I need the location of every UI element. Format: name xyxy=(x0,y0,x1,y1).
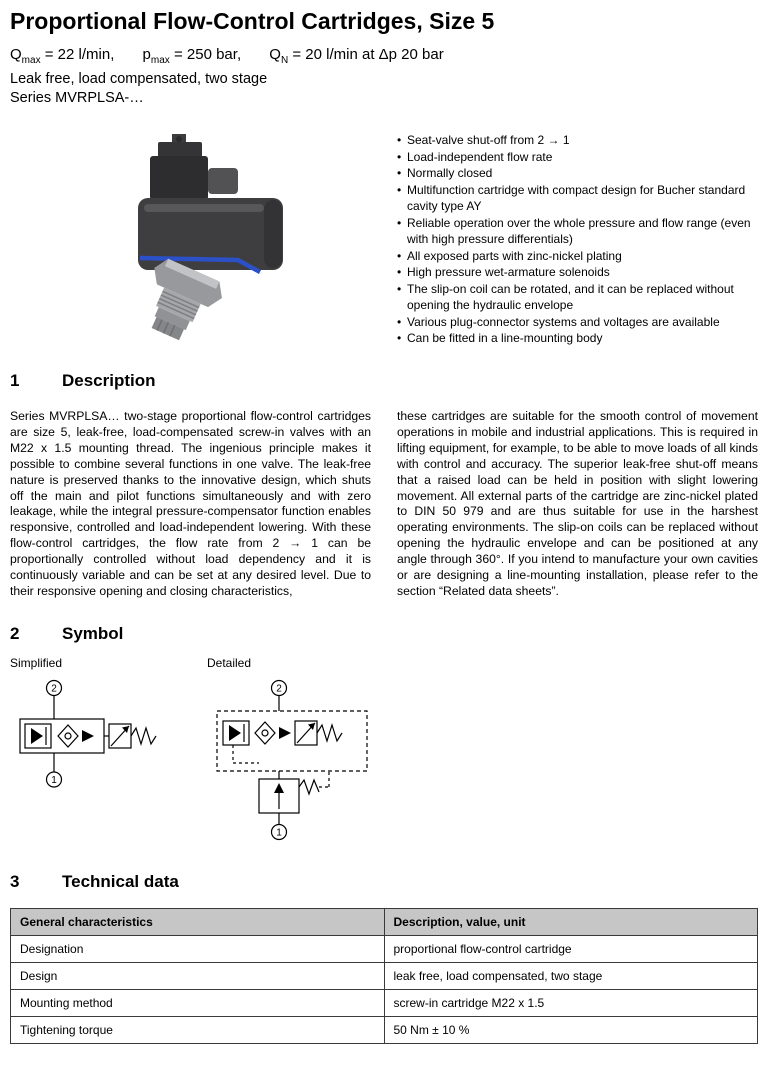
spec-subscript: max xyxy=(21,55,41,66)
symbol-simplified: Simplified xyxy=(10,656,175,798)
spec-qmax: Qmax = 22 l/min, xyxy=(10,46,115,66)
feature-item: Can be fitted in a line-mounting body xyxy=(395,330,758,347)
symbol-detailed-diagram: 2 1 xyxy=(216,679,368,840)
spec-base: Q xyxy=(10,46,22,63)
feature-item: Various plug-connector systems and volta… xyxy=(395,314,758,331)
intro-section: Seat-valve shut-off from 2 → 1 Load-inde… xyxy=(10,130,758,347)
spec-subscript: max xyxy=(150,55,170,66)
subtitle-line-1: Leak free, load compensated, two stage xyxy=(10,71,268,87)
page-title: Proportional Flow-Control Cartridges, Si… xyxy=(10,8,495,34)
datasheet-page: Proportional Flow-Control Cartridges, Si… xyxy=(0,0,768,1044)
section-header-description: 1 Description xyxy=(10,371,758,391)
port-label-2: 2 xyxy=(276,683,282,694)
section-number: 3 xyxy=(10,871,20,891)
symbol-detailed: Detailed xyxy=(207,656,382,848)
feature-item: All exposed parts with zinc-nickel plati… xyxy=(395,248,758,265)
section-header-symbol: 2 Symbol xyxy=(10,624,758,644)
product-photo xyxy=(10,130,395,347)
table-cell-value: screw-in cartridge M22 x 1.5 xyxy=(383,988,758,1017)
feature-item: Normally closed xyxy=(395,165,758,182)
table-header-cell: General characteristics xyxy=(10,907,385,936)
feature-item: Seat-valve shut-off from 2 → 1 xyxy=(395,132,758,149)
table-row: Designation proportional flow-control ca… xyxy=(10,934,758,963)
symbol-simplified-diagram: 2 1 xyxy=(19,679,157,788)
table-cell-label: Design xyxy=(10,961,385,990)
section-number: 1 xyxy=(10,371,20,390)
spec-base: Q xyxy=(269,46,281,63)
spec-pmax: pmax = 250 bar, xyxy=(142,46,242,66)
product-photo-illustration xyxy=(138,134,283,341)
description-text: Series MVRPLSA… two-stage proportional f… xyxy=(10,409,758,600)
feature-item: Multifunction cartridge with compact des… xyxy=(395,182,758,215)
solenoid-coil xyxy=(138,198,283,274)
spec-value: = 250 bar, xyxy=(169,46,242,63)
table-cell-label: Designation xyxy=(10,934,385,963)
spec-subscript: N xyxy=(280,55,289,66)
spec-value: = 22 l/min, xyxy=(40,46,115,63)
table-row: Tightening torque 50 Nm ± 10 % xyxy=(10,1015,758,1044)
spec-value: = 20 l/min at Δp 20 bar xyxy=(288,46,444,63)
table-row: Design leak free, load compensated, two … xyxy=(10,961,758,990)
symbol-label-simplified: Simplified xyxy=(10,655,63,670)
description-column-right: these cartridges are suitable for the sm… xyxy=(397,409,758,598)
table-cell-label: Mounting method xyxy=(10,988,385,1017)
specs-line: Qmax = 22 l/min, pmax = 250 bar, QN = 20… xyxy=(10,46,758,66)
table-cell-value: proportional flow-control cartridge xyxy=(383,934,758,963)
blue-seal-line xyxy=(139,255,262,274)
symbol-section: Simplified xyxy=(10,656,758,848)
table-row: Mounting method screw-in cartridge M22 x… xyxy=(10,988,758,1017)
connector-plug xyxy=(150,134,238,200)
table-cell-label: Tightening torque xyxy=(10,1015,385,1044)
technical-data-table: General characteristics Description, val… xyxy=(10,907,758,1044)
section-title: Description xyxy=(62,371,156,390)
feature-item: The slip-on coil can be rotated, and it … xyxy=(395,281,758,314)
feature-item: Load-independent flow rate xyxy=(395,149,758,166)
section-header-technical: 3 Technical data xyxy=(10,872,758,892)
description-column-left: Series MVRPLSA… two-stage proportional f… xyxy=(10,409,371,598)
table-cell-value: 50 Nm ± 10 % xyxy=(383,1015,758,1044)
section-number: 2 xyxy=(10,623,20,643)
spec-qn: QN = 20 l/min at Δp 20 bar xyxy=(269,46,444,66)
symbol-label-detailed: Detailed xyxy=(207,655,252,670)
feature-item: Reliable operation over the whole pressu… xyxy=(395,215,758,248)
port-label-2: 2 xyxy=(51,683,57,694)
port-label-1: 1 xyxy=(276,827,282,838)
feature-item: High pressure wet-armature solenoids xyxy=(395,264,758,281)
section-title: Technical data xyxy=(62,871,179,891)
spec-base: p xyxy=(142,46,151,63)
feature-list: Seat-valve shut-off from 2 → 1 Load-inde… xyxy=(395,132,758,347)
table-header-cell: Description, value, unit xyxy=(383,907,758,936)
cartridge-stem xyxy=(151,258,222,341)
subtitle-line-2: Series MVRPLSA-… xyxy=(10,90,144,106)
table-cell-value: leak free, load compensated, two stage xyxy=(383,961,758,990)
table-header-row: General characteristics Description, val… xyxy=(10,907,758,936)
section-title: Symbol xyxy=(62,623,124,643)
port-label-1: 1 xyxy=(51,775,57,786)
